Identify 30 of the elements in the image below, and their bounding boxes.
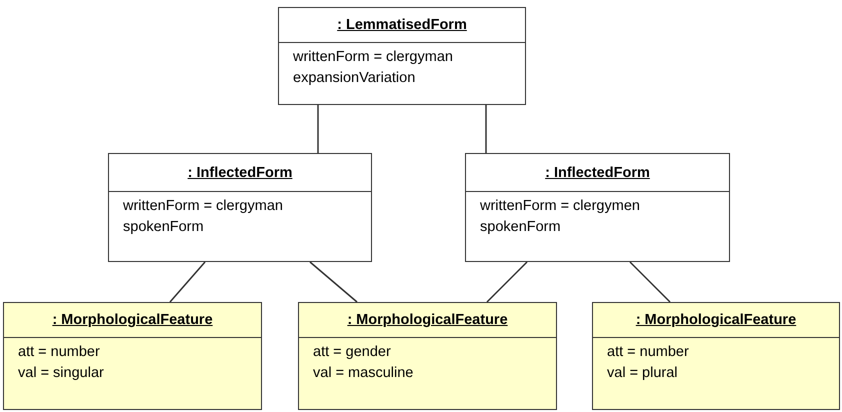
- attribute-text: att = number: [18, 344, 100, 360]
- association-line: [485, 105, 487, 153]
- attribute-text: att = number: [607, 344, 689, 360]
- attribute-text: spokenForm: [480, 219, 561, 235]
- attribute-text: att = gender: [313, 344, 391, 360]
- association-line: [310, 261, 358, 303]
- object-box: [3, 302, 262, 410]
- object-box: [278, 7, 526, 105]
- object-name: : MorphologicalFeature: [4, 303, 261, 338]
- object-name: : MorphologicalFeature: [593, 303, 839, 338]
- association-line: [169, 262, 206, 302]
- object-box: [592, 302, 840, 410]
- object-box: [108, 153, 372, 262]
- association-line: [629, 261, 671, 303]
- association-line: [486, 261, 528, 303]
- object-name: : InflectedForm: [109, 154, 371, 192]
- association-line: [317, 105, 319, 153]
- attribute-text: writtenForm = clergyman: [293, 49, 453, 65]
- object-box: [298, 302, 557, 410]
- attribute-text: val = masculine: [313, 365, 414, 381]
- object-name: : MorphologicalFeature: [299, 303, 556, 338]
- attribute-text: writtenForm = clergymen: [480, 198, 640, 214]
- object-name: : LemmatisedForm: [279, 8, 525, 43]
- attribute-text: spokenForm: [123, 219, 204, 235]
- attribute-text: writtenForm = clergyman: [123, 198, 283, 214]
- object-box: [465, 153, 730, 262]
- object-name: : InflectedForm: [466, 154, 729, 192]
- attribute-text: val = plural: [607, 365, 678, 381]
- attribute-text: val = singular: [18, 365, 104, 381]
- attribute-text: expansionVariation: [293, 70, 416, 86]
